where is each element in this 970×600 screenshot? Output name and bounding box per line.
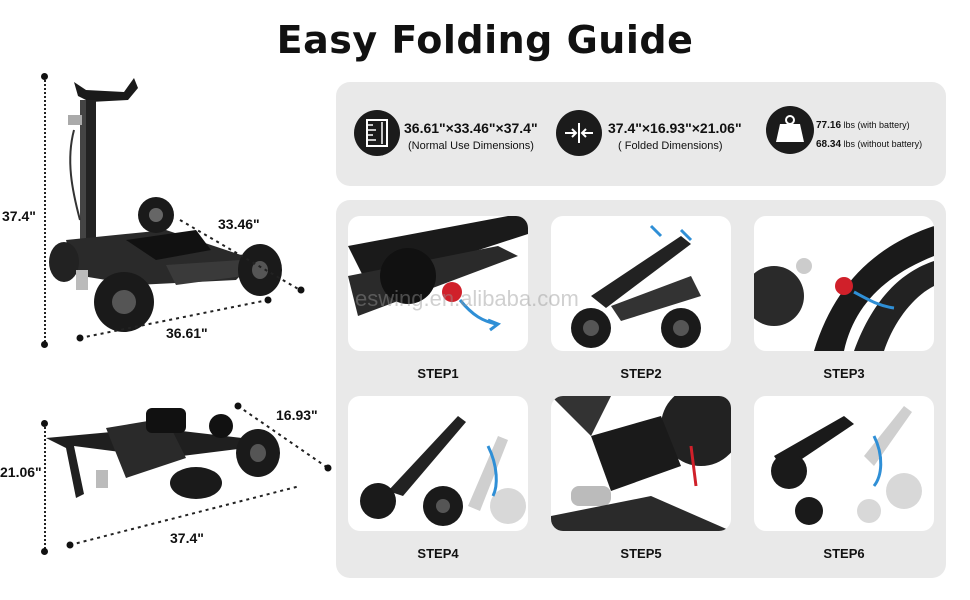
dim-dot (41, 73, 48, 80)
step1-label: STEP1 (417, 366, 459, 381)
normal-dimensions: 36.61"×33.46"×37.4" (404, 120, 538, 136)
normal-dimensions-caption: (Normal Use Dimensions) (408, 140, 534, 152)
unfolded-length-label: 36.61" (166, 325, 208, 341)
weight-without-value: 68.34 (816, 139, 842, 150)
page-title: Easy Folding Guide (276, 18, 694, 62)
unfolded-dim-lines (76, 219, 305, 342)
folded-length-label: 37.4" (170, 530, 204, 546)
step6-label: STEP6 (823, 546, 865, 561)
weight-without-unit: lbs (without battery) (843, 139, 923, 149)
dim-dot (41, 548, 48, 555)
step5-image (551, 396, 731, 531)
folded-dimensions-caption: ( Folded Dimensions) (618, 140, 723, 152)
step4-label: STEP4 (417, 546, 459, 561)
steps-panel: STEP1 STEP2 STEP3 (336, 200, 946, 578)
folded-height-line (44, 424, 46, 552)
weight-with-unit: lbs (with battery) (843, 120, 910, 130)
step3-label: STEP3 (823, 366, 865, 381)
step5-label: STEP5 (620, 546, 662, 561)
folded-dim-lines (66, 402, 332, 549)
ruler-icon (354, 110, 400, 156)
step2-label: STEP2 (620, 366, 662, 381)
folded-scooter-image (46, 408, 280, 499)
unfolded-height-line (44, 77, 46, 345)
step2-image (551, 216, 731, 351)
folded-width-label: 16.93" (276, 407, 318, 423)
step6-image (754, 396, 934, 531)
step3-image (754, 216, 934, 351)
weight-without-battery: 68.34 lbs (without battery) (816, 139, 922, 150)
step1-image (348, 216, 528, 351)
folded-height-label: 21.06" (0, 464, 42, 480)
dim-dot (41, 420, 48, 427)
weight-icon (766, 106, 814, 154)
spec-panel: 36.61"×33.46"×37.4" (Normal Use Dimensio… (336, 82, 946, 186)
weight-with-battery: 77.16 lbs (with battery) (816, 120, 910, 131)
unfolded-scooter-image (49, 78, 282, 332)
step4-image (348, 396, 528, 531)
weight-with-value: 77.16 (816, 120, 842, 131)
unfolded-height-label: 37.4" (2, 208, 36, 224)
unfolded-width-label: 33.46" (218, 216, 260, 232)
watermark-text: eswing.en.alibaba.com (355, 286, 579, 311)
folded-dimensions: 37.4"×16.93"×21.06" (608, 120, 742, 136)
compress-arrows-icon (556, 110, 602, 156)
dim-dot (41, 341, 48, 348)
